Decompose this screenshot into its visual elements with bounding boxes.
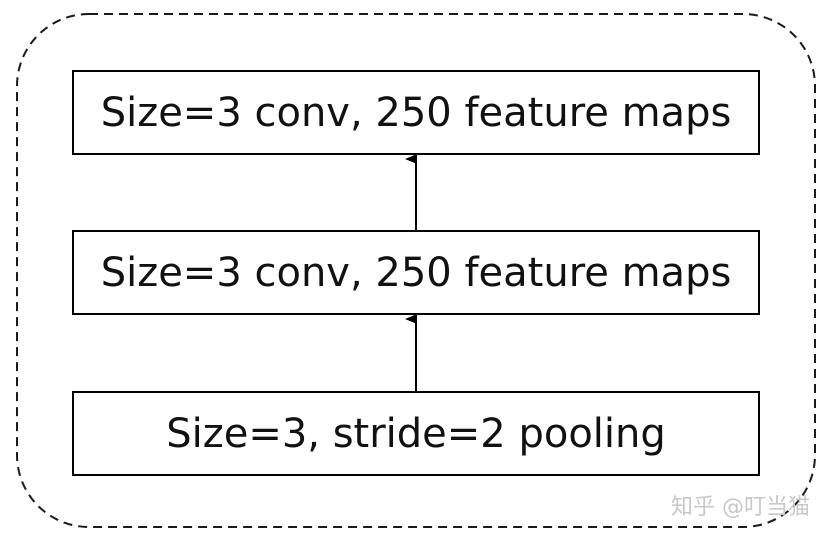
conv-block-middle-label: Size=3 conv, 250 feature maps — [100, 249, 732, 296]
watermark: 知乎 @叮当猫 — [671, 495, 810, 520]
conv-block-middle: Size=3 conv, 250 feature maps — [72, 230, 760, 315]
pooling-block-label: Size=3, stride=2 pooling — [166, 410, 666, 457]
conv-block-top: Size=3 conv, 250 feature maps — [72, 70, 760, 155]
conv-block-top-label: Size=3 conv, 250 feature maps — [100, 89, 732, 136]
pooling-block: Size=3, stride=2 pooling — [72, 391, 760, 476]
residual-block-container — [16, 13, 816, 528]
